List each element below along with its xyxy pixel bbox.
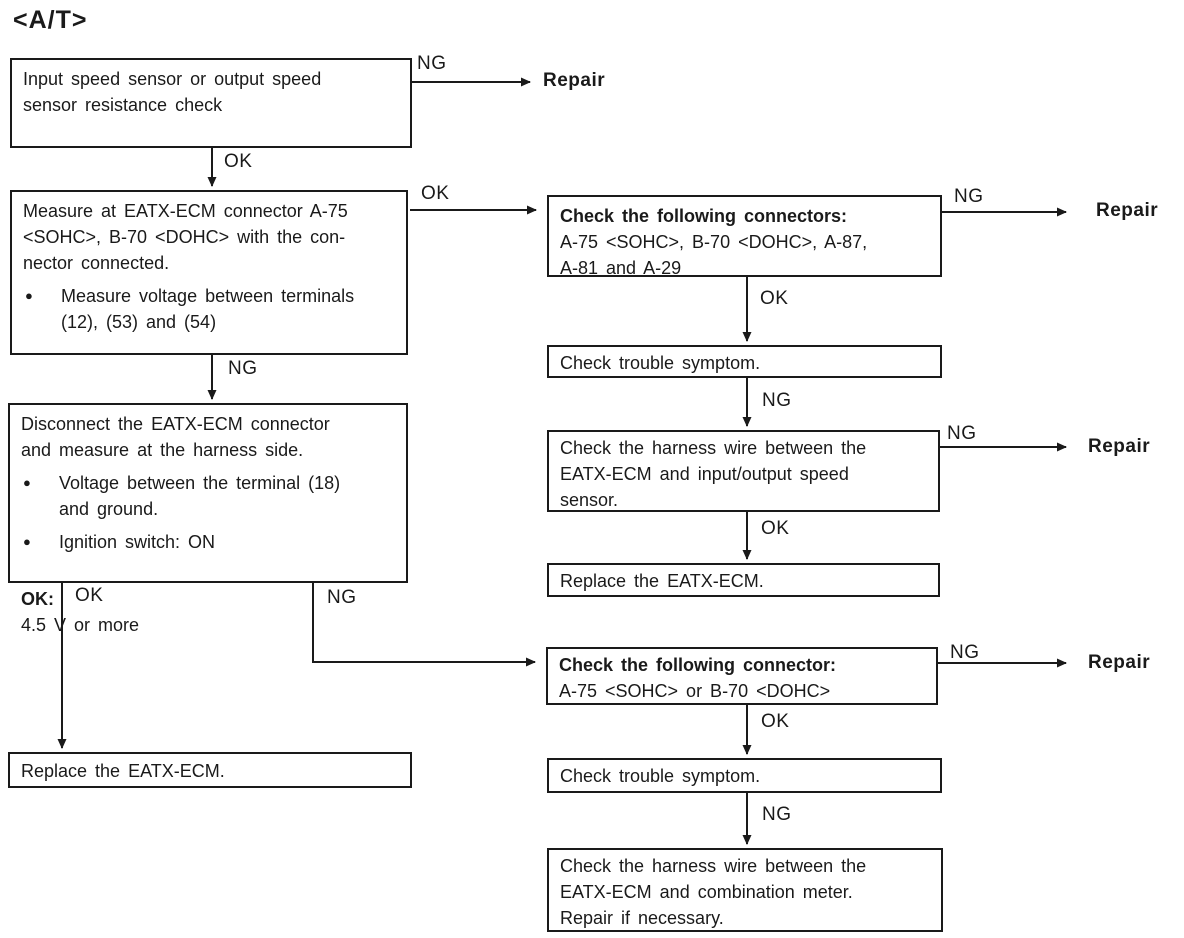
node-check-connectors-heading: Check the following connectors: <box>560 206 848 226</box>
edge-l2-ok-label: OK <box>421 183 450 204</box>
node-check-trouble-symptom-2-text: Check trouble symptom. <box>560 766 761 786</box>
node-input-speed-sensor-check: Input speed sensor or output speed senso… <box>10 58 412 148</box>
node-replace-eatx-ecm-left-text: Replace the EATX-ECM. <box>21 761 225 781</box>
ok-criterion-value: 4.5 V or more <box>21 615 140 635</box>
edge-r3-ng-label: NG <box>947 423 977 444</box>
node-replace-eatx-ecm-right: Replace the EATX-ECM. <box>547 563 940 597</box>
bullet-row: ● Ignition switch: ON <box>21 529 395 555</box>
repair-terminal-4: Repair <box>1088 652 1151 673</box>
node-replace-eatx-ecm-left: Replace the EATX-ECM. <box>8 752 412 788</box>
node-measure-eatx-connector: Measure at EATX-ECM connector A-75 <SOHC… <box>10 190 408 355</box>
edge-r5-ng-label: NG <box>950 642 980 663</box>
node-disconnect-eatx-connector-bullet2: Ignition switch: ON <box>59 532 216 552</box>
node-check-connectors: Check the following connectors: A-75 <SO… <box>547 195 942 278</box>
node-input-speed-sensor-check-text: Input speed sensor or output speed senso… <box>23 69 322 115</box>
node-check-connectors-text: A-75 <SOHC>, B-70 <DOHC>, A-87, A-81 and… <box>560 232 868 278</box>
repair-terminal-3: Repair <box>1088 436 1151 457</box>
node-check-harness-speed-sensor: Check the harness wire between the EATX-… <box>547 430 940 512</box>
edge-l3-ng-label: NG <box>327 587 357 608</box>
node-check-trouble-symptom-2: Check trouble symptom. <box>547 758 942 793</box>
node-disconnect-eatx-connector-bullet1: Voltage between the terminal (18) and gr… <box>59 473 341 519</box>
edge-r1-ng-label: NG <box>954 186 984 207</box>
node-disconnect-eatx-connector-ok-criterion: OK: 4.5 V or more <box>21 560 395 638</box>
node-check-connector-text: A-75 <SOHC> or B-70 <DOHC> <box>559 681 831 701</box>
edge-l3-ok-label: OK <box>75 585 104 606</box>
bullet-row: ● Measure voltage between terminals (12)… <box>23 283 395 335</box>
node-measure-eatx-connector-text: Measure at EATX-ECM connector A-75 <SOHC… <box>23 201 348 273</box>
edge-r3-ok-label: OK <box>761 518 790 539</box>
edge-l1-ng-label: NG <box>417 53 447 74</box>
node-check-harness-combination-meter-text: Check the harness wire between the EATX-… <box>560 856 867 928</box>
node-replace-eatx-ecm-right-text: Replace the EATX-ECM. <box>560 571 764 591</box>
repair-terminal-1: Repair <box>543 70 606 91</box>
repair-terminal-2: Repair <box>1096 200 1159 221</box>
bullet-row: ● Voltage between the terminal (18) and … <box>21 470 395 522</box>
node-check-trouble-symptom-1: Check trouble symptom. <box>547 345 942 378</box>
edge-r5-ok-label: OK <box>761 711 790 732</box>
node-check-harness-speed-sensor-text: Check the harness wire between the EATX-… <box>560 438 867 510</box>
node-disconnect-eatx-connector: Disconnect the EATX-ECM connector and me… <box>8 403 408 635</box>
node-check-connector: Check the following connector: A-75 <SOH… <box>546 647 938 705</box>
node-disconnect-eatx-connector-text: Disconnect the EATX-ECM connector and me… <box>21 414 330 460</box>
edge-r1-ok-label: OK <box>760 288 789 309</box>
edge-r2-ng-label: NG <box>762 390 792 411</box>
bullet-icon: ● <box>23 534 31 549</box>
node-check-connector-heading: Check the following connector: <box>559 655 837 675</box>
edge-l2-ng-label: NG <box>228 358 258 379</box>
edge-l1-ok-label: OK <box>224 151 253 172</box>
node-check-harness-combination-meter: Check the harness wire between the EATX-… <box>547 848 943 932</box>
ok-criterion-label: OK: <box>21 589 54 609</box>
bullet-icon: ● <box>25 288 33 303</box>
bullet-icon: ● <box>23 475 31 490</box>
node-check-trouble-symptom-1-text: Check trouble symptom. <box>560 353 761 373</box>
edge-r6-ng-label: NG <box>762 804 792 825</box>
page-title: <A/T> <box>13 6 88 34</box>
node-measure-eatx-connector-bullet1: Measure voltage between terminals (12), … <box>61 286 355 332</box>
